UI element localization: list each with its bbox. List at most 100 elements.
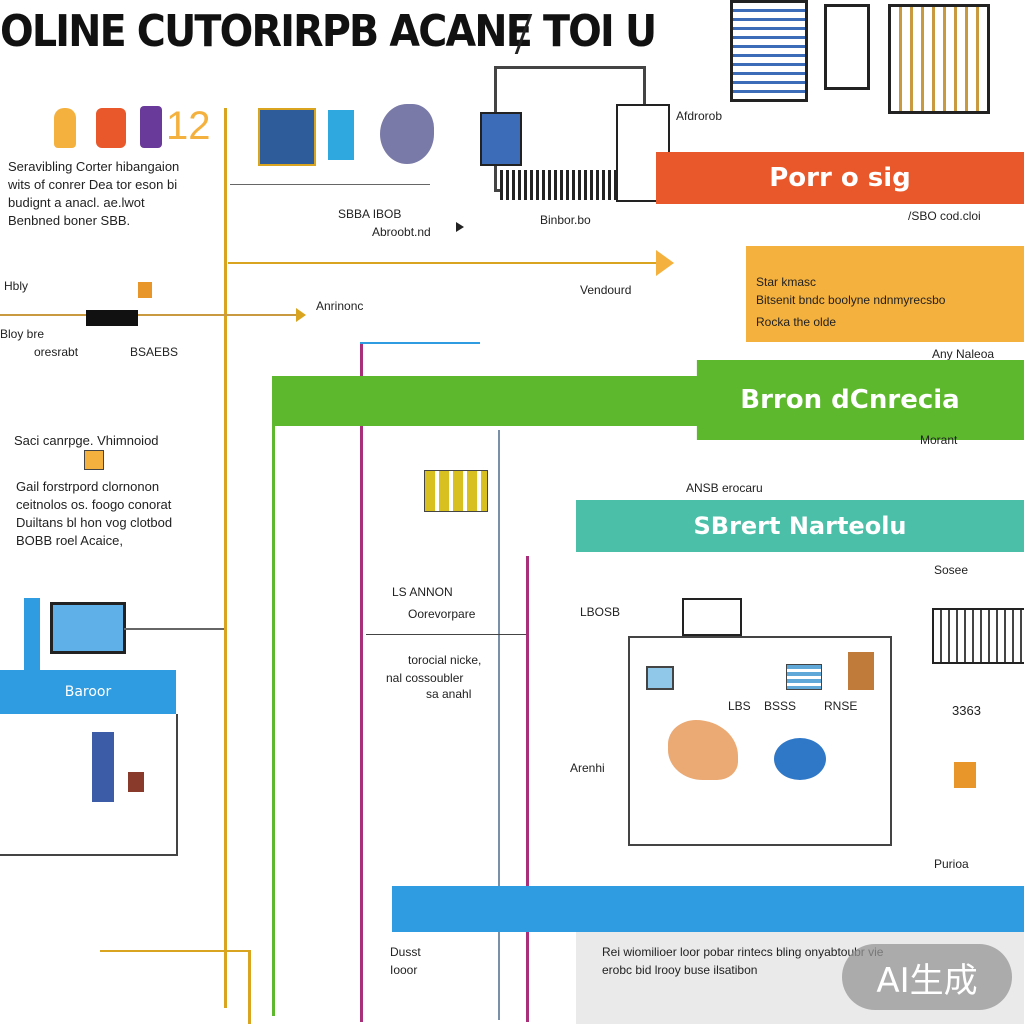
green-banner-text: Brron dCnrecia <box>740 385 960 415</box>
blue-connector-line <box>360 342 480 344</box>
intro-underline <box>230 184 430 185</box>
bottom-text-1: Rei wiomilioer loor pobar rintecs bling … <box>602 945 884 959</box>
chart-widget-icon <box>646 666 674 690</box>
left-intro-line-3: budignt a anacl. ae.lwot <box>8 195 145 210</box>
left-outline-box <box>0 714 178 856</box>
yellow-box-line-1: Star kmasc <box>756 275 817 289</box>
gray-vertical-line <box>498 430 500 1020</box>
coffee-icon <box>954 762 976 788</box>
machine-tower <box>616 104 670 202</box>
logo-number: 12 <box>166 104 211 148</box>
blue-left-banner: Baroor <box>0 670 176 714</box>
left-block-line-4: Duiltans bl hon vog clotbod <box>16 515 173 530</box>
green-vertical-line <box>272 376 275 1016</box>
center-label-c: torocial nicke, <box>408 653 482 667</box>
document-screen-illustration <box>730 0 808 102</box>
left-mid-label-b: Bloy bre <box>0 327 45 341</box>
top-label-1-sub: Abroobt.nd <box>372 225 431 239</box>
top-right-label: Afdrorob <box>676 109 723 123</box>
left-mid-label-a: Hbly <box>4 279 29 293</box>
image-thumbnail <box>258 108 316 166</box>
right-label-e: Arenhi <box>570 761 605 775</box>
left-mid-label-c: oresrabt <box>34 345 79 359</box>
orange-banner-sub: /SBO cod.cloi <box>908 209 981 223</box>
bottom-text-2: erobc bid lrooy buse ilsatibon <box>602 963 758 977</box>
purple-blob-icon <box>380 104 434 164</box>
gold-vertical-line <box>224 108 227 1008</box>
center-label-b: Oorevorpare <box>408 607 476 621</box>
gold-horizontal-line <box>228 262 658 264</box>
teal-banner-sub: ANSB erocaru <box>686 481 763 495</box>
teal-banner-text: SBrert Narteolu <box>693 512 907 540</box>
magenta-vertical-line-2 <box>526 556 529 1022</box>
monitor-icon <box>50 602 126 654</box>
green-banner-sub: Morant <box>920 433 958 447</box>
mid-right-label: Vendourd <box>580 283 632 297</box>
arrow-right-icon <box>296 308 306 322</box>
orange-banner-text: Porr o sig <box>769 163 911 193</box>
pen-icon <box>848 652 874 690</box>
gold-bottom-vertical <box>248 950 251 1024</box>
top-machine-label: Binbor.bo <box>540 213 591 227</box>
person-icon <box>92 732 114 802</box>
center-label-e: sa anahl <box>426 687 472 701</box>
note-icon <box>84 450 104 470</box>
right-label-c: Purioa <box>934 857 969 871</box>
left-block-line-2: Gail forstrpord clornonon <box>16 479 160 494</box>
bottom-blue-banner <box>392 886 1024 932</box>
bar-widget-icon <box>786 664 822 690</box>
logo-shape-2 <box>96 108 126 148</box>
blue-blob-illustration <box>774 738 826 780</box>
bottom-left-label-2: Iooor <box>390 963 418 977</box>
yellow-box-line-3: Rocka the olde <box>756 315 837 329</box>
logo-shape-3 <box>140 106 162 148</box>
right-label-b: 3363 <box>952 703 981 718</box>
yellow-info-box <box>746 246 1024 342</box>
left-mid-label-d: BSAEBS <box>130 345 179 359</box>
left-mid-label-e: Anrinonc <box>316 299 364 313</box>
robot-illustration <box>824 4 870 90</box>
center-grid-icon <box>424 470 488 512</box>
orange-banner: Porr o sig <box>656 152 1024 204</box>
gold-bottom-line <box>100 950 250 952</box>
blue-logo-icon <box>328 110 354 160</box>
right-label-d: LBOSB <box>580 605 621 619</box>
arrow-right-icon <box>456 222 464 232</box>
left-intro-line-4: Benbned boner SBB. <box>8 213 131 228</box>
top-label-1: SBBA IBOB <box>338 207 402 221</box>
keyboard-icon <box>932 608 1024 664</box>
blue-left-banner-text: Baroor <box>64 684 112 700</box>
left-block-line-3: ceitnolos os. foogo conorat <box>16 497 172 512</box>
green-banner: Brron dCnrecia <box>676 360 1024 440</box>
teal-banner: SBrert Narteolu <box>576 500 1024 552</box>
page-title: OLINE CUTORIRPB ACANE TOI U <box>0 6 657 57</box>
right-label-a: Sosee <box>934 563 969 577</box>
cup-icon <box>138 282 152 298</box>
monitor-stand <box>24 598 40 670</box>
box-icon <box>128 772 144 792</box>
bottom-left-label-1: Dusst <box>390 945 421 959</box>
arrow-right-icon <box>656 250 674 276</box>
magenta-vertical-line-1 <box>360 342 363 1022</box>
monitor-connector <box>124 628 224 630</box>
center-label-d: nal cossoubler <box>386 671 464 685</box>
left-intro-line-2: wits of conrer Dea tor eson bi <box>8 177 178 192</box>
center-connector <box>366 634 526 635</box>
black-connector-line <box>0 314 300 316</box>
panel-label-1: LBS <box>728 699 751 713</box>
calculator-illustration <box>888 4 990 114</box>
small-window-icon <box>682 598 742 636</box>
yellow-box-line-2: Bitsenit bndc boolyne ndnmyrecsbo <box>756 293 946 307</box>
panel-label-3: RNSE <box>824 699 858 713</box>
yellow-box-sub: Any Naleoa <box>932 347 995 361</box>
left-block-line-5: BOBB roel Acaice, <box>16 533 123 548</box>
left-intro-line-1: Seravibling Corter hibangaion <box>8 159 180 174</box>
logo-shape-1 <box>54 108 76 148</box>
ai-watermark: AI生成 <box>842 944 1012 1010</box>
left-block-line-1: Saci canrpge. Vhimnoiod <box>14 433 159 448</box>
machine-base <box>500 170 624 200</box>
device-icon <box>86 310 138 326</box>
machine-screen <box>480 112 522 166</box>
panel-label-2: BSSS <box>764 699 797 713</box>
center-label-a: LS ANNON <box>392 585 453 599</box>
